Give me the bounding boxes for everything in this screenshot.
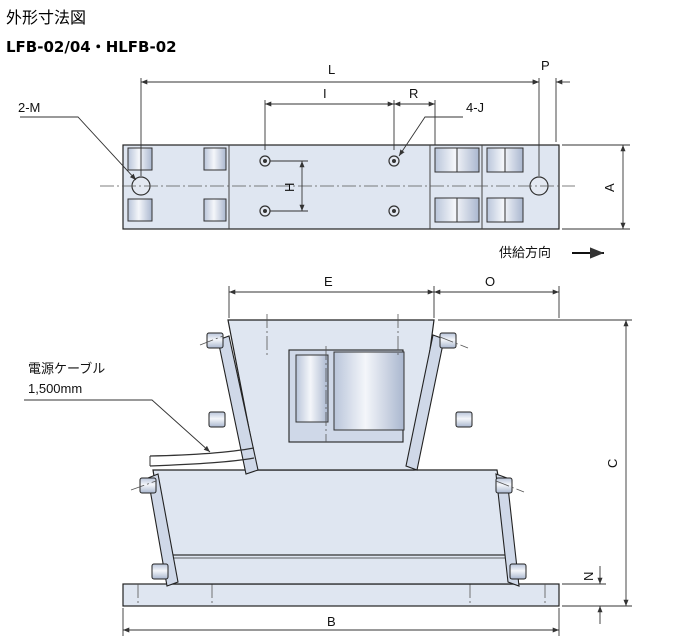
dim-label-H: H (282, 183, 297, 192)
leaf-spring-left-upper (217, 335, 259, 475)
dim-label-N: N (581, 572, 596, 581)
cable-label-line1: 電源ケーブル (28, 361, 105, 376)
dim-label-2M: 2-M (18, 100, 40, 115)
top-base-plate (122, 144, 560, 230)
dim-label-P: P (541, 58, 550, 73)
feed-direction-label: 供給方向 (499, 245, 551, 260)
tapped-holes (259, 155, 400, 217)
dim-label-A: A (602, 183, 617, 192)
cable-leader (24, 399, 211, 453)
diagram-title: 外形寸法図 (6, 8, 87, 27)
cable-label-line2: 1,500mm (28, 381, 82, 396)
leaf-spring-left-lower (147, 473, 179, 587)
dim-label-L: L (328, 62, 335, 77)
front-base-plate (122, 583, 560, 607)
leaf-spring-right-lower (495, 473, 520, 587)
model-subtitle: LFB-02/04・HLFB-02 (6, 38, 177, 56)
spring-bolts (130, 332, 527, 580)
dim-label-I: I (323, 86, 327, 101)
lower-body (152, 469, 518, 585)
dim-label-4J: 4-J (466, 100, 484, 115)
dim-label-O: O (485, 274, 495, 289)
front-view (24, 286, 632, 636)
dim-label-E: E (324, 274, 333, 289)
dim-label-C: C (605, 459, 620, 468)
dim-label-R: R (409, 86, 418, 101)
dim-label-B: B (327, 614, 336, 629)
top-spring-cylinders (127, 147, 524, 223)
top-view (20, 78, 630, 230)
